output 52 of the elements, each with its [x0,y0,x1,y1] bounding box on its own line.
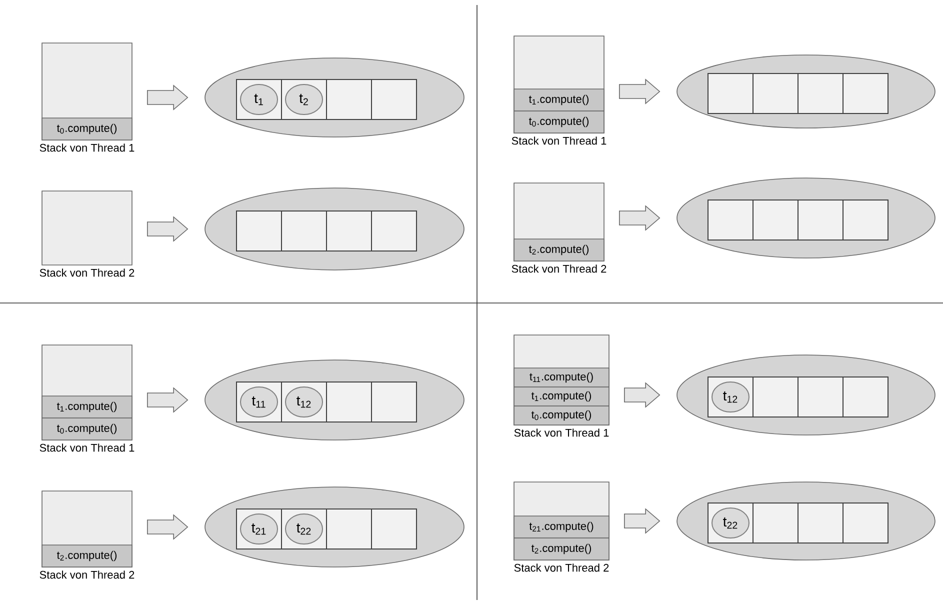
queue-cell [708,73,754,114]
queue-cell [281,210,327,252]
queue-cell [752,502,798,544]
queue-cell [371,382,417,422]
queue-cell [842,502,888,544]
stack-frame: t$_{0}$.compute() [514,110,604,134]
stack-caption: Stack von Thread 2 [40,570,134,579]
stack-frame: t$_{1}$.compute() [514,386,610,406]
block-arrow [624,508,660,534]
queue-cell [326,508,372,550]
queue-cell [842,200,888,240]
queue-cell [842,376,888,418]
stack-frame: t$_{2}$.compute() [42,544,132,568]
queue-cell [236,210,282,252]
block-arrow [147,216,188,242]
queue-cell [798,376,844,418]
block-arrow [624,382,660,408]
stack-caption: Stack von Thread 2 [40,268,134,277]
block-arrow [147,514,188,540]
queue-cell [326,382,372,422]
queue-cell [326,79,372,120]
queue-cell [752,73,798,114]
stack-caption: Stack von Thread 1 [514,428,609,437]
block-arrow [147,84,188,110]
stack-frame: t$_{21}$.compute() [514,516,610,538]
stack-frame: t$_{0}$.compute() [514,406,610,426]
stack-frame: t$_{11}$.compute() [514,368,610,388]
stack-caption: Stack von Thread 1 [512,136,606,145]
stack-frame: t$_{0}$.compute() [42,118,132,140]
queue-cell [798,502,844,544]
queue-cell [752,376,798,418]
queue-cell [798,200,844,240]
block-arrow [619,78,660,104]
queue-cell [798,73,844,114]
stack-caption: Stack von Thread 2 [514,564,609,572]
queue-cell [371,508,417,550]
stack-caption: Stack von Thread 1 [40,144,134,152]
block-arrow [147,387,188,413]
stack-caption: Stack von Thread 2 [512,264,606,273]
stack-frame: t$_{2}$.compute() [514,538,610,560]
block-arrow [619,205,660,231]
stack-caption: Stack von Thread 1 [40,444,134,452]
queue-cell [708,200,754,240]
queue-cell [752,200,798,240]
queue-cell [371,79,417,120]
queue-cell [326,210,372,252]
queue-cell [842,73,888,114]
stack-frame: t$_{2}$.compute() [514,238,604,262]
stack-frame: t$_{0}$.compute() [42,418,132,440]
queue-cell [371,210,417,252]
stack-frame: t$_{1}$.compute() [42,396,132,418]
stack-frame: t$_{1}$.compute() [514,88,604,112]
